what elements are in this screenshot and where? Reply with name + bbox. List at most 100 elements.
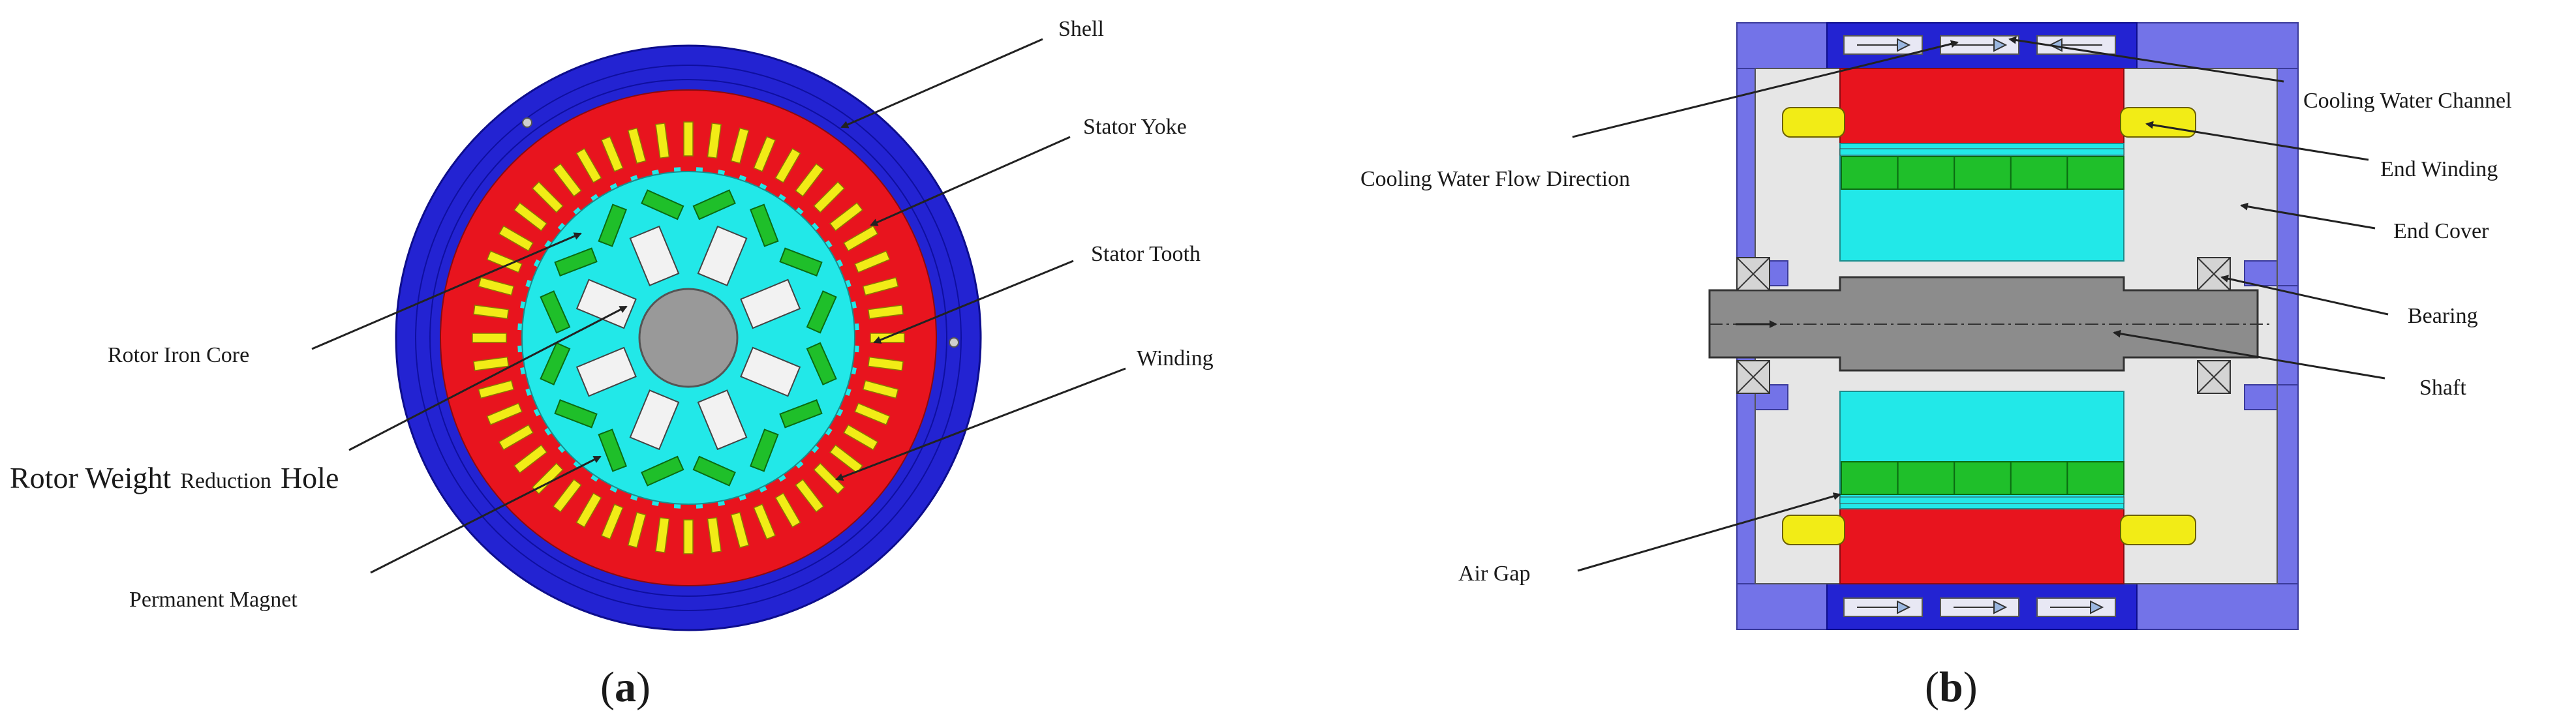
magnet-segment (2066, 156, 2124, 190)
winding-slot (843, 225, 879, 252)
caption-a: (a) (600, 663, 651, 711)
permanent-magnet (749, 204, 779, 247)
winding-slot (795, 479, 825, 513)
magnet-segment (2066, 461, 2124, 495)
winding-slot (600, 504, 624, 540)
caption-b-letter: b (1939, 663, 1963, 711)
leader-cooling-water-channel (2008, 36, 2284, 83)
winding-slot (854, 250, 891, 273)
winding-slot (627, 511, 647, 549)
leader-shaft (2113, 329, 2385, 380)
winding-slot (531, 181, 564, 213)
winding-slot (498, 424, 534, 451)
magnet-segment (2010, 461, 2068, 495)
magnet-band-bottom (1841, 461, 2124, 495)
label-end-winding: End Winding (2380, 157, 2498, 181)
end-winding-top-right (2120, 107, 2196, 138)
permanent-magnet (554, 399, 598, 429)
end-winding-bottom-right (2120, 515, 2196, 545)
stator-yoke-top (1839, 68, 2124, 144)
winding-slot (862, 380, 899, 399)
winding-slot (753, 504, 776, 540)
bearing-top-left (1736, 257, 1770, 291)
winding-slot (575, 492, 602, 528)
winding-slot (478, 380, 515, 399)
winding-slot (627, 127, 647, 164)
permanent-magnet (554, 247, 598, 277)
label-rotor-hole-part1: Rotor Weight (10, 461, 171, 494)
permanent-magnet (641, 189, 684, 220)
weight-reduction-hole (575, 279, 637, 329)
label-rotor-hole-part2: Reduction (180, 469, 271, 493)
winding-slot (552, 163, 582, 197)
permanent-magnet (806, 290, 837, 334)
label-air-gap: Air Gap (1458, 562, 1530, 586)
weight-reduction-hole (629, 389, 680, 451)
permanent-magnet (540, 342, 571, 385)
winding-slot (514, 444, 547, 474)
winding-slot (473, 305, 510, 320)
magnet-segment (1897, 461, 1955, 495)
flow-arrow (2050, 600, 2104, 614)
permanent-magnet (806, 342, 837, 385)
magnet-segment (1897, 156, 1955, 190)
winding-slot (683, 519, 694, 554)
shell-bolt (522, 117, 532, 128)
winding-slot (867, 356, 904, 371)
bearing-cross (2197, 257, 2231, 291)
caption-b: (b) (1925, 663, 1978, 711)
permanent-magnets (540, 189, 837, 487)
winding-slot (867, 305, 904, 320)
weight-reduction-hole (740, 346, 801, 397)
stator-yoke-bottom (1839, 508, 2124, 584)
shell-ring (429, 79, 947, 597)
label-cooling-water-flow-direction: Cooling Water Flow Direction (1360, 167, 1630, 191)
air-gap-top (1839, 148, 2124, 156)
weight-reduction-hole (740, 279, 801, 329)
label-end-cover: End Cover (2393, 219, 2489, 243)
winding-slot (707, 123, 722, 159)
caption-a-close: ) (636, 663, 651, 711)
permanent-magnet (779, 399, 823, 429)
label-winding: Winding (1137, 346, 1214, 370)
permanent-magnet (540, 290, 571, 334)
leader-bearing (2220, 275, 2389, 316)
winding-slot (829, 202, 863, 232)
label-bearing: Bearing (2408, 304, 2478, 328)
end-winding-top-left (1782, 107, 1845, 138)
panel-a-leader-lines (311, 38, 1126, 574)
leader-permanent-magnet (370, 455, 602, 574)
winding-slot (774, 147, 801, 183)
winding-slot (575, 147, 602, 183)
flow-arrow (1857, 600, 1911, 614)
winding-slot (472, 333, 507, 343)
label-rotor-weight-reduction-hole: Rotor Weight Reduction Hole (10, 461, 339, 494)
permanent-magnet (749, 429, 779, 472)
winding-slot (498, 225, 534, 252)
shell-bolt (949, 337, 959, 348)
caption-a-letter: a (615, 663, 636, 711)
winding-slot (655, 123, 670, 159)
leader-shell (840, 38, 1043, 128)
bearing-cross (1736, 257, 1770, 291)
panel-b-axial-section (1708, 22, 2299, 630)
cooling-arrows-top (1843, 35, 2116, 55)
magnet-band-top (1841, 156, 2124, 190)
label-stator-yoke: Stator Yoke (1083, 115, 1187, 139)
magnet-segment (1841, 461, 1899, 495)
winding-slot (707, 517, 722, 553)
winding-slot (829, 444, 863, 474)
label-rotor-iron-core: Rotor Iron Core (108, 343, 249, 367)
winding-slot (655, 517, 670, 553)
label-cooling-water-channel: Cooling Water Channel (2303, 89, 2512, 113)
weight-reduction-hole (697, 389, 748, 451)
weight-reduction-hole (629, 225, 680, 286)
leader-rotor-hole (348, 305, 628, 451)
winding-slot (683, 121, 694, 157)
bearing-top-right (2197, 257, 2231, 291)
magnet-segment (1954, 461, 2012, 495)
weight-reduction-hole (575, 346, 637, 397)
rotor-weight-reduction-holes (575, 225, 801, 451)
winding-slot (486, 402, 523, 426)
